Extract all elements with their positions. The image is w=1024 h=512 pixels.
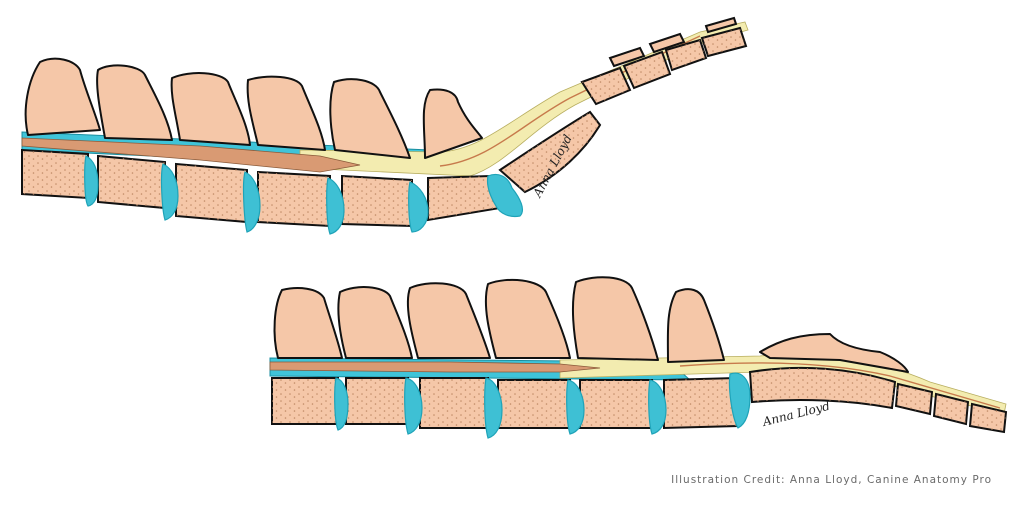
artist-signature-bottom: Anna Lloyd: [760, 399, 831, 429]
spinal-cord-top: [21, 137, 361, 173]
spine-diagram-bottom: Anna Lloyd: [269, 276, 1008, 439]
vertebral-bodies-top: [21, 16, 748, 228]
spinous-processes-top: [24, 57, 483, 159]
intervertebral-discs-top: [84, 155, 524, 235]
cauda-equina-top: [299, 21, 749, 177]
spinal-cord-bottom: [269, 361, 601, 373]
nerve-line-bottom: [679, 362, 1001, 409]
intervertebral-discs-bottom: [334, 372, 751, 439]
illustration-credit: Illustration Credit: Anna Lloyd, Canine …: [671, 474, 992, 486]
spine-diagram-top: Anna Lloyd: [21, 16, 749, 235]
vertebral-bodies-bottom: [271, 366, 1008, 434]
spinous-processes-bottom: [273, 276, 909, 373]
nerve-line-top: [439, 35, 701, 167]
